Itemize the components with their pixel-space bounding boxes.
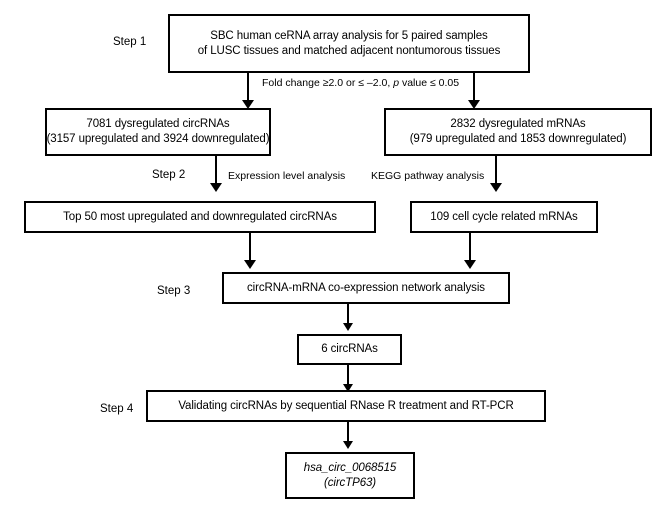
edge-label-fold-change: Fold change ≥2.0 or ≤ –2.0, p value ≤ 0.… bbox=[262, 77, 459, 90]
edge-label-fold-change-prefix: Fold change ≥2.0 or ≤ –2.0, bbox=[262, 77, 394, 89]
box-validation-line1: Validating circRNAs by sequential RNase … bbox=[178, 399, 514, 412]
box-six-circrnas-line1: 6 circRNAs bbox=[321, 343, 378, 355]
box-step1-line2: of LUSC tissues and matched adjacent non… bbox=[197, 44, 501, 57]
box-network-line1: circRNA-mRNA co-expression network analy… bbox=[247, 281, 485, 294]
connector-top50-to-network-arrowhead bbox=[244, 260, 256, 269]
step-label-3: Step 3 bbox=[157, 285, 191, 297]
box-step1-line1: SBC human ceRNA array analysis for 5 pai… bbox=[210, 29, 488, 42]
connector-top50-to-network-line bbox=[249, 233, 251, 266]
connector-circrna-to-top50-arrowhead bbox=[210, 183, 222, 192]
box-dysregulated-circrnas: 7081 dysregulated circRNAs (3157 upregul… bbox=[45, 108, 271, 156]
connector-validation-to-final-arrowhead bbox=[343, 441, 353, 449]
box-final-line1: hsa_circ_0068515 bbox=[303, 461, 397, 474]
connector-step1-to-mrna-arrowhead bbox=[468, 100, 480, 109]
connector-step1-to-circrna-line bbox=[247, 73, 249, 106]
edge-label-kegg-pathway-analysis: KEGG pathway analysis bbox=[371, 170, 485, 182]
box-top-50-circrnas: Top 50 most upregulated and downregulate… bbox=[24, 201, 376, 233]
box-cellcycle-line1: 109 cell cycle related mRNAs bbox=[430, 210, 578, 223]
box-dysregulated-mrnas: 2832 dysregulated mRNAs (979 upregulated… bbox=[384, 108, 652, 156]
box-circrna-line2: (3157 upregulated and 3924 downregulated… bbox=[46, 133, 270, 145]
box-cell-cycle-mrnas: 109 cell cycle related mRNAs bbox=[410, 201, 598, 233]
connector-six-to-validation-line bbox=[347, 365, 349, 389]
connector-cellcycle-to-network-arrowhead bbox=[464, 260, 476, 269]
connector-mrna-to-cellcycle-arrowhead bbox=[490, 183, 502, 192]
step-label-2: Step 2 bbox=[152, 169, 186, 181]
connector-network-to-six-line bbox=[347, 304, 349, 328]
box-mrna-line2: (979 upregulated and 1853 downregulated) bbox=[409, 133, 627, 145]
connector-validation-to-final-line bbox=[347, 422, 349, 446]
connector-circrna-to-top50-line bbox=[215, 156, 217, 189]
edge-label-fold-change-italic-p: p bbox=[393, 77, 400, 89]
edge-label-expression-level-analysis: Expression level analysis bbox=[228, 170, 346, 182]
box-mrna-line1: 2832 dysregulated mRNAs bbox=[450, 118, 586, 130]
box-validating-circrnas: Validating circRNAs by sequential RNase … bbox=[146, 390, 546, 422]
step-label-4: Step 4 bbox=[100, 403, 134, 415]
connector-mrna-to-cellcycle-line bbox=[495, 156, 497, 189]
box-final-hsa-circ-0068515: hsa_circ_0068515 (circTP63) bbox=[285, 452, 415, 499]
box-coexpression-network-analysis: circRNA-mRNA co-expression network analy… bbox=[222, 272, 510, 304]
connector-cellcycle-to-network-line bbox=[469, 233, 471, 266]
box-final-line2: (circTP63) bbox=[323, 476, 377, 489]
connector-step1-to-circrna-arrowhead bbox=[242, 100, 254, 109]
connector-six-to-validation-arrowhead bbox=[343, 384, 353, 392]
box-step1-array-analysis: SBC human ceRNA array analysis for 5 pai… bbox=[168, 14, 530, 73]
box-six-circrnas: 6 circRNAs bbox=[297, 334, 402, 365]
box-circrna-line1: 7081 dysregulated circRNAs bbox=[86, 118, 230, 130]
box-top50-line1: Top 50 most upregulated and downregulate… bbox=[63, 210, 337, 223]
connector-step1-to-mrna-line bbox=[473, 73, 475, 106]
connector-network-to-six-arrowhead bbox=[343, 323, 353, 331]
edge-label-fold-change-suffix: value ≤ 0.05 bbox=[399, 77, 460, 89]
step-label-1: Step 1 bbox=[113, 36, 147, 48]
